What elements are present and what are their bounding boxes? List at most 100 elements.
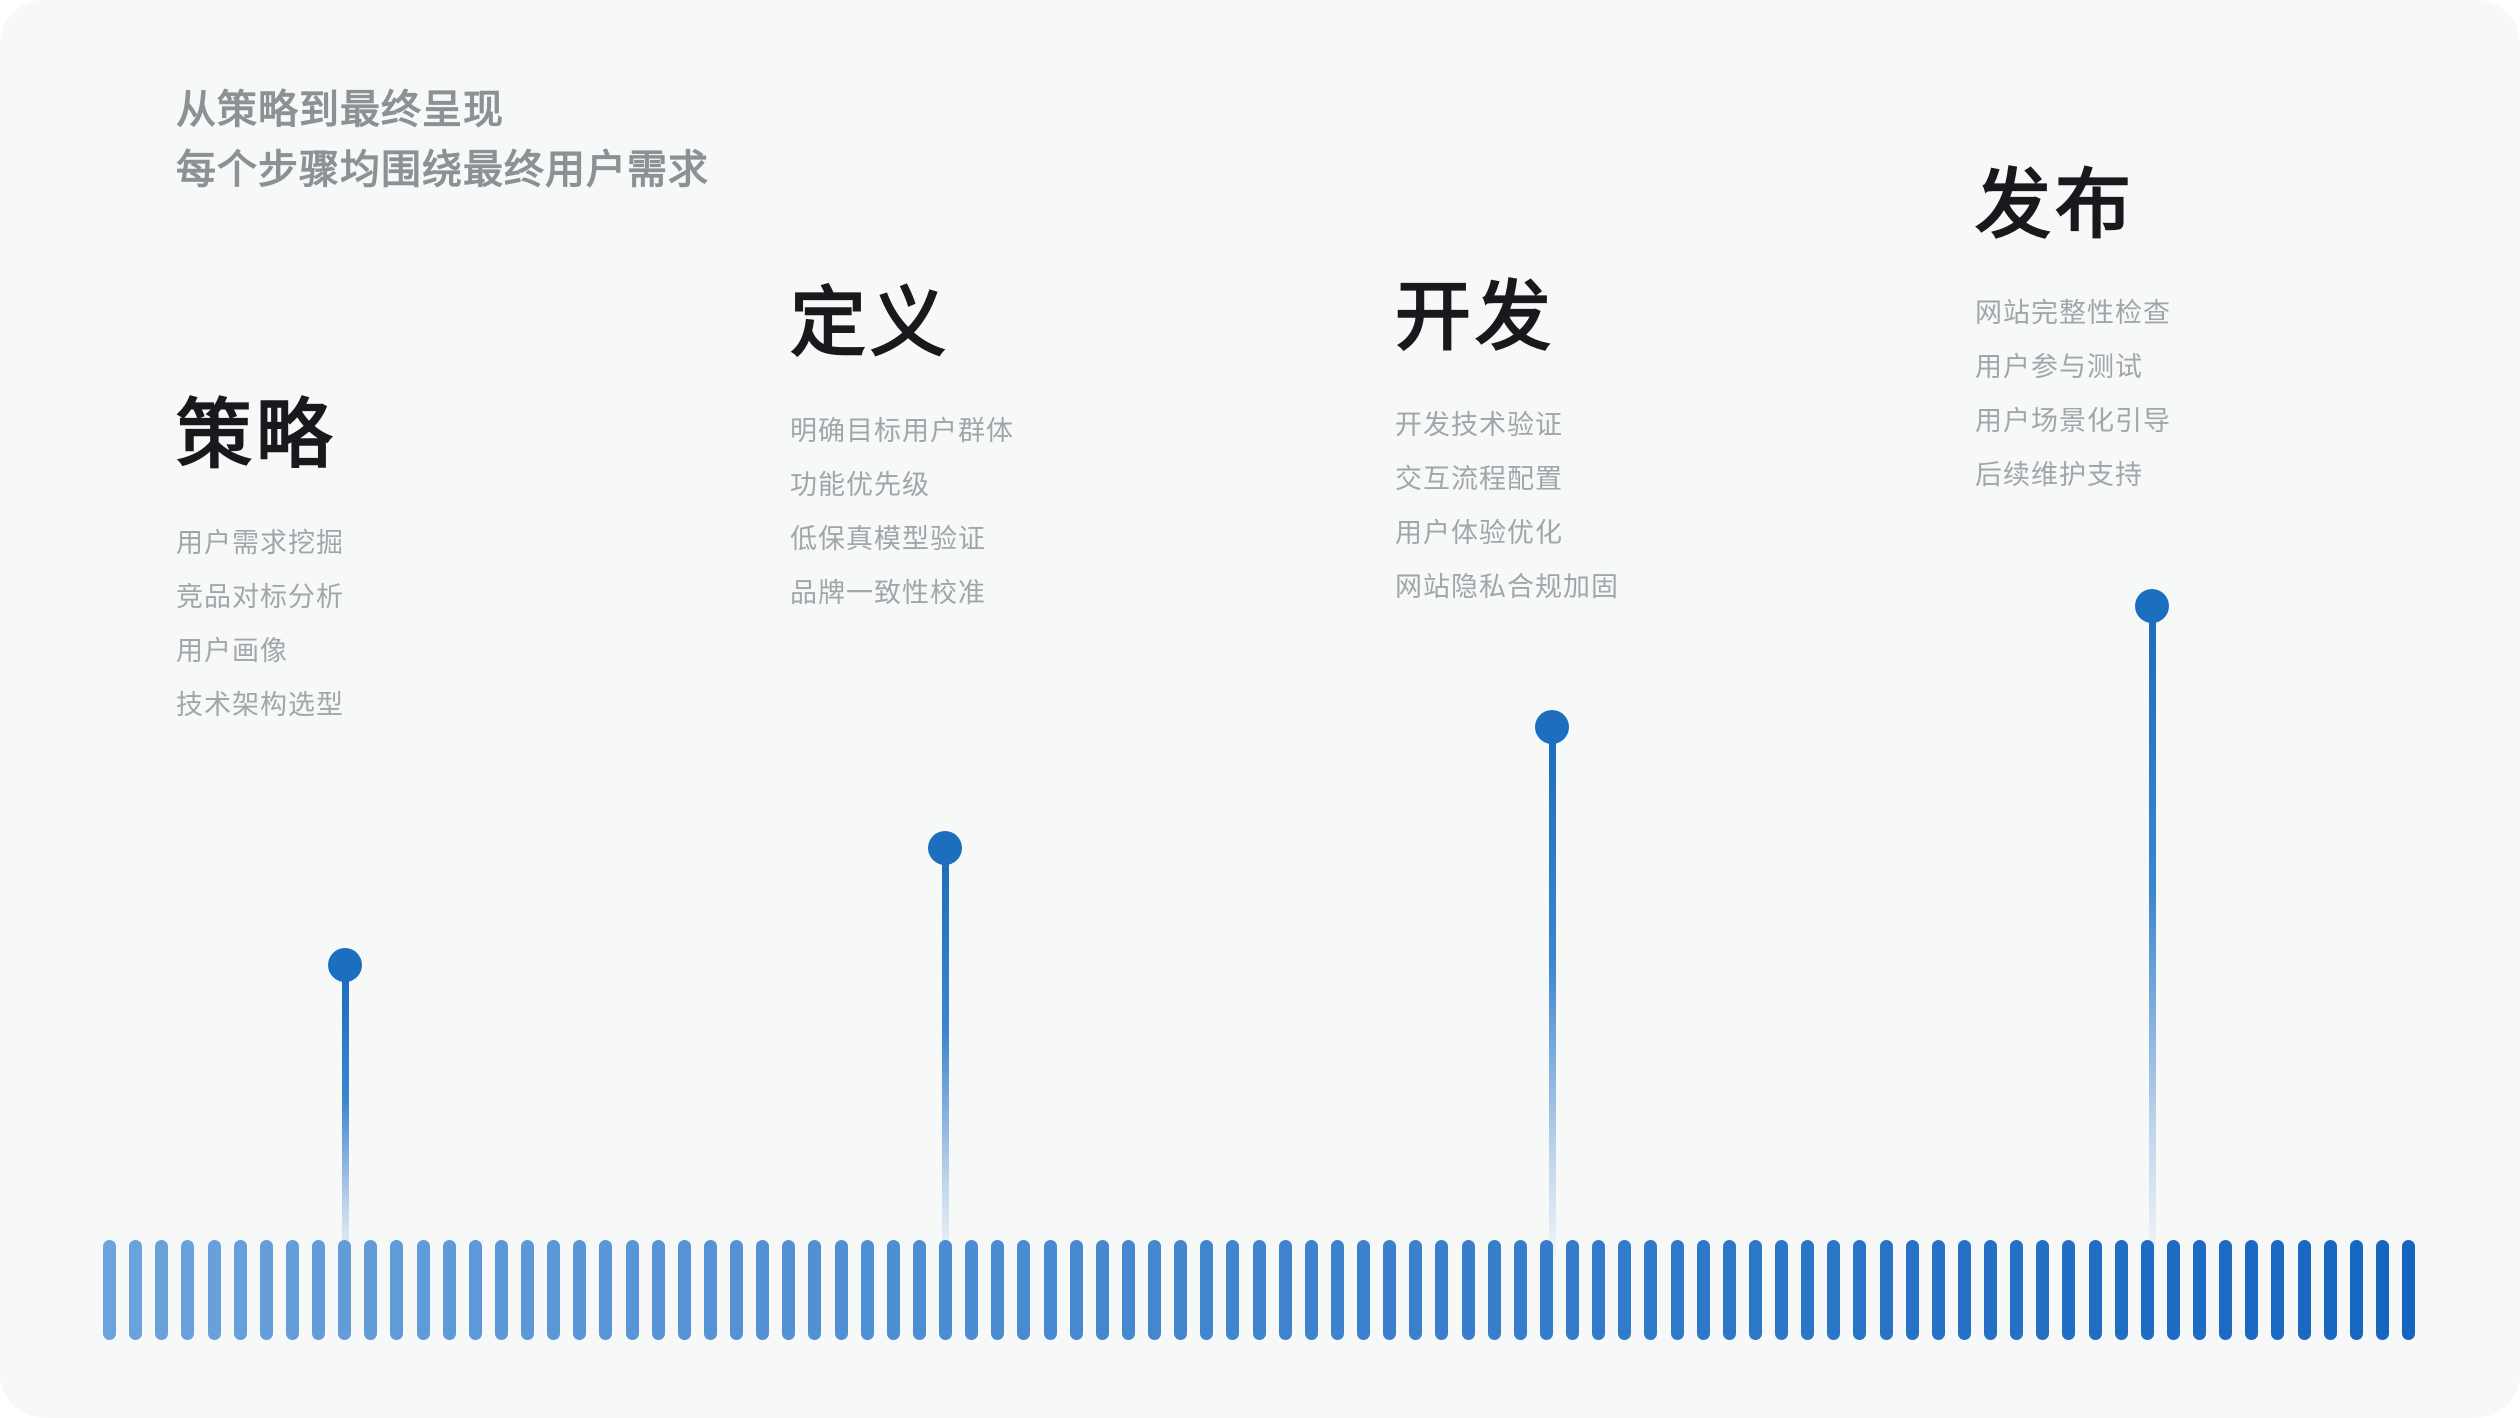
timeline-bar <box>181 1240 195 1340</box>
list-item: 后续维护支持 <box>1975 460 2143 490</box>
timeline-bar <box>364 1240 378 1340</box>
list-item: 开发技术验证 <box>1395 410 1563 440</box>
marker-dot-icon <box>1535 710 1569 744</box>
timeline-bar <box>1775 1240 1788 1340</box>
timeline-bar <box>1931 1240 1945 1340</box>
list-item: 低保真模型验证 <box>790 524 986 554</box>
timeline-bar <box>1513 1240 1527 1340</box>
timeline-bar <box>1252 1240 1266 1340</box>
timeline-bar <box>2166 1240 2180 1340</box>
timeline-bar <box>1905 1240 1919 1340</box>
phase-release[interactable]: 发布 网站完整性检查 用户参与测试 用户场景化引导 后续维护支持 <box>1975 160 2171 502</box>
marker-stem <box>2149 619 2156 1270</box>
timeline-bar <box>338 1240 352 1340</box>
timeline-baseline-strip <box>103 1240 2415 1340</box>
timeline-bar <box>1461 1240 1475 1340</box>
timeline-bar <box>521 1240 534 1340</box>
header-line-1: 从策略到最终呈现 <box>176 88 504 132</box>
timeline-bar <box>912 1240 926 1340</box>
timeline-bar <box>2375 1240 2389 1340</box>
phase-develop[interactable]: 开发 开发技术验证 交互流程配置 用户体验优化 网站隐私合规加固 <box>1395 272 1619 614</box>
phase-title-define: 定义 <box>790 281 950 366</box>
list-item: 明确目标用户群体 <box>790 416 1014 446</box>
timeline-bar <box>2036 1240 2050 1340</box>
phase-items-develop: 开发技术验证 交互流程配置 用户体验优化 网站隐私合规加固 <box>1395 398 1619 614</box>
timeline-bar <box>259 1240 273 1340</box>
timeline-bar <box>1304 1240 1318 1340</box>
timeline-bar <box>312 1240 325 1340</box>
timeline-bar <box>1330 1240 1344 1340</box>
timeline-bar <box>1592 1240 1606 1340</box>
list-item: 网站完整性检查 <box>1975 298 2171 328</box>
list-item: 网站隐私合规加固 <box>1395 572 1619 602</box>
timeline-bar <box>1357 1240 1370 1340</box>
marker-stem <box>942 861 949 1270</box>
timeline-bar <box>1566 1240 1579 1340</box>
list-item: 技术架构选型 <box>176 690 344 720</box>
timeline-bar <box>416 1240 430 1340</box>
phase-define[interactable]: 定义 明确目标用户群体 功能优先级 低保真模型验证 品牌一致性校准 <box>790 278 1014 620</box>
list-item: 用户体验优化 <box>1395 518 1563 548</box>
timeline-bar <box>494 1240 508 1340</box>
timeline-bar <box>1174 1240 1188 1340</box>
timeline-bar <box>2271 1240 2285 1340</box>
timeline-bar <box>651 1240 665 1340</box>
timeline-bar <box>468 1240 482 1340</box>
timeline-bar <box>103 1240 116 1340</box>
timeline-bar <box>547 1240 561 1340</box>
phase-strategy[interactable]: 策略 用户需求挖掘 竞品对标分析 用户画像 技术架构选型 <box>176 390 344 732</box>
list-item: 交互流程配置 <box>1395 464 1563 494</box>
header: 从策略到最终呈现 每个步骤均围绕最终用户需求 <box>176 80 709 200</box>
timeline-bar <box>1200 1240 1214 1340</box>
timeline-bar <box>808 1240 822 1340</box>
timeline-bar <box>155 1240 169 1340</box>
phase-title-release: 发布 <box>1975 163 2135 248</box>
marker-dot-icon <box>2135 589 2169 623</box>
list-item: 用户参与测试 <box>1975 352 2143 382</box>
phase-title-develop: 开发 <box>1395 275 1555 360</box>
timeline-bar <box>677 1240 691 1340</box>
timeline-bar <box>2245 1240 2259 1340</box>
timeline-bar <box>1435 1240 1449 1340</box>
timeline-bar <box>1226 1240 1240 1340</box>
timeline-bar <box>991 1240 1005 1340</box>
timeline-bar <box>1095 1240 1109 1340</box>
timeline-bar <box>1017 1240 1031 1340</box>
timeline-bar <box>1278 1240 1292 1340</box>
timeline-bar <box>886 1240 900 1340</box>
timeline-bar <box>2114 1240 2128 1340</box>
timeline-bar <box>2323 1240 2337 1340</box>
timeline-bar <box>2402 1240 2415 1340</box>
timeline-bar <box>703 1240 717 1340</box>
timeline-bar <box>2010 1240 2024 1340</box>
timeline-bar <box>1043 1240 1057 1340</box>
timeline-bar <box>599 1240 613 1340</box>
timeline-bar <box>1748 1240 1762 1340</box>
timeline-bar <box>2088 1240 2102 1340</box>
timeline-bar <box>2219 1240 2233 1340</box>
list-item: 用户画像 <box>176 636 288 666</box>
timeline-bar <box>965 1240 979 1340</box>
timeline-bar <box>442 1240 456 1340</box>
timeline-bar <box>1539 1240 1553 1340</box>
timeline-bar <box>730 1240 743 1340</box>
list-item: 品牌一致性校准 <box>790 578 986 608</box>
timeline-bar <box>2140 1240 2154 1340</box>
phase-items-define: 明确目标用户群体 功能优先级 低保真模型验证 品牌一致性校准 <box>790 404 1014 620</box>
timeline-bar <box>2297 1240 2311 1340</box>
timeline-bar <box>1957 1240 1971 1340</box>
timeline-bar <box>834 1240 848 1340</box>
header-line-2: 每个步骤均围绕最终用户需求 <box>176 148 709 192</box>
timeline-bar <box>1121 1240 1135 1340</box>
timeline-bar <box>756 1240 770 1340</box>
timeline-bar <box>625 1240 639 1340</box>
timeline-bar <box>1644 1240 1658 1340</box>
timeline-bar <box>1827 1240 1841 1340</box>
timeline-bar <box>285 1240 299 1340</box>
timeline-bar <box>2349 1240 2363 1340</box>
list-item: 竞品对标分析 <box>176 582 344 612</box>
timeline-bar <box>1148 1240 1161 1340</box>
timeline-bar <box>782 1240 796 1340</box>
